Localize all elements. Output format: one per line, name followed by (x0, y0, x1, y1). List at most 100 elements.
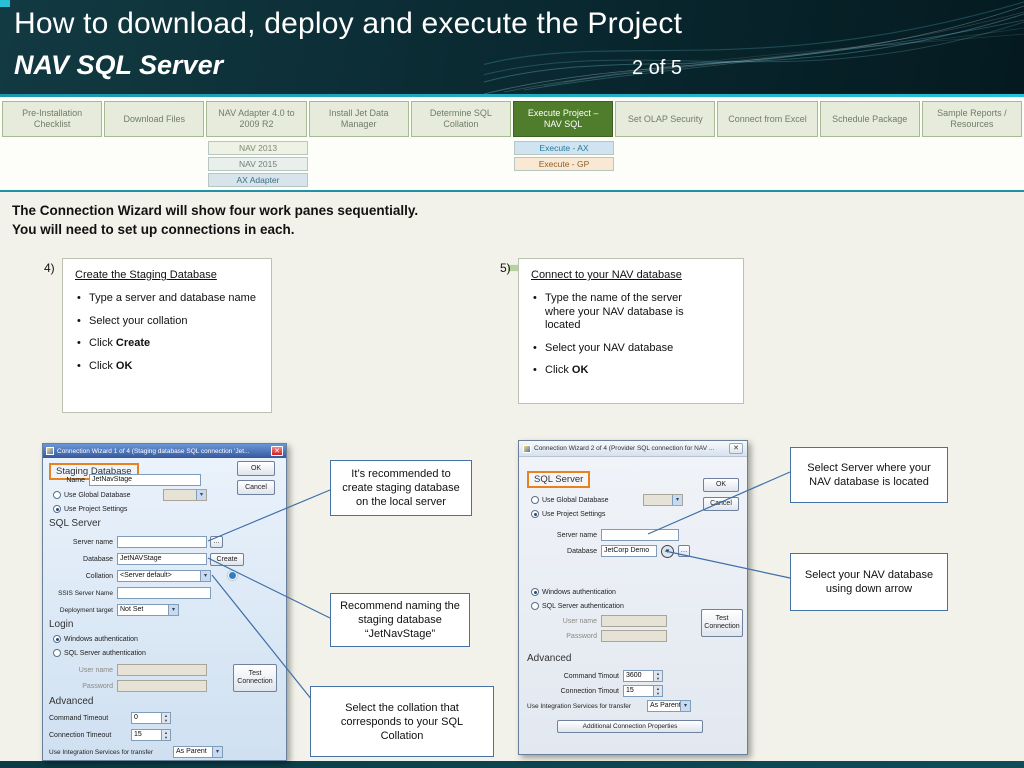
intro-text: The Connection Wizard will show four wor… (12, 201, 418, 239)
step4-bullet-3: • Click Create (75, 337, 261, 351)
global-database-dropdown[interactable]: ▾ (643, 494, 683, 506)
create-button[interactable]: Create (210, 553, 244, 566)
cancel-button[interactable]: Cancel (703, 497, 739, 511)
tab-nav-adapter[interactable]: NAV Adapter 4.0 to 2009 R2 (206, 101, 307, 137)
bullet-text: Type a server and database name (89, 292, 256, 304)
bullet-icon: • (77, 337, 81, 349)
connection-timeout-spinner[interactable]: 15▲▼ (623, 685, 663, 697)
page-indicator: 2 of 5 (632, 57, 683, 79)
spinner-arrows-icon[interactable]: ▲▼ (161, 730, 170, 740)
spin-down-icon[interactable]: ▼ (164, 718, 168, 723)
integration-services-value: As Parent (176, 748, 207, 755)
tab-execute-project-nav-sql[interactable]: Execute Project – NAV SQL (512, 101, 614, 137)
close-icon[interactable]: ✕ (271, 446, 283, 456)
windows-authentication-radio[interactable] (531, 588, 539, 596)
dialog1-titlebar[interactable]: Connection Wizard 1 of 4 (Staging databa… (43, 444, 286, 458)
command-timeout-spinner[interactable]: 3600▲▼ (623, 670, 663, 682)
test-connection-button[interactable]: Test Connection (233, 664, 277, 692)
chevron-down-icon: ▾ (196, 490, 206, 500)
subtab-nav-2013[interactable]: NAV 2013 (208, 141, 308, 155)
cancel-button[interactable]: Cancel (237, 480, 275, 495)
bullet-text: Type the name of the server where your N… (545, 292, 684, 331)
spinner-arrows-icon[interactable]: ▲▼ (653, 686, 662, 696)
integration-services-label: Use Integration Services for transfer (49, 749, 154, 756)
step5-bullet-1: • Type the name of the server where your… (531, 292, 733, 333)
tab-download-files[interactable]: Download Files (104, 101, 205, 137)
step5-bullet-2: • Select your NAV database (531, 342, 733, 356)
database-input[interactable]: JetNAVStage (117, 553, 207, 565)
ok-button[interactable]: OK (237, 461, 275, 476)
callout-select-database-arrow: Select your NAV database using down arro… (790, 553, 948, 611)
database-browse-button[interactable]: … (678, 545, 690, 557)
sql-authentication-radio[interactable] (53, 649, 61, 657)
integration-services-dropdown[interactable]: As Parent▾ (173, 746, 223, 758)
spinner-arrows-icon[interactable]: ▲▼ (653, 671, 662, 681)
spinner-arrows-icon[interactable]: ▲▼ (161, 713, 170, 723)
callout-select-collation: Select the collation that corresponds to… (310, 686, 494, 757)
server-name-input[interactable] (601, 529, 679, 541)
ok-button[interactable]: OK (703, 478, 739, 492)
tab-set-olap-security[interactable]: Set OLAP Security (615, 101, 716, 137)
windows-authentication-radio[interactable] (53, 635, 61, 643)
subtab-execute-gp[interactable]: Execute - GP (514, 157, 614, 171)
user-name-label: User name (562, 618, 597, 625)
collation-dropdown[interactable]: <Server default>▾ (117, 570, 211, 582)
use-project-settings-radio[interactable] (53, 505, 61, 513)
subtab-nav-2015[interactable]: NAV 2015 (208, 157, 308, 171)
step4-box: Create the Staging Database • Type a ser… (62, 258, 272, 413)
use-project-settings-radio[interactable] (531, 510, 539, 518)
server-name-input[interactable] (117, 536, 207, 548)
subtab-ax-adapter[interactable]: AX Adapter (208, 173, 308, 187)
use-global-database-radio[interactable] (53, 491, 61, 499)
circled-dropdown-arrow[interactable]: ▾ (661, 545, 674, 558)
password-input[interactable] (117, 680, 207, 692)
user-name-input[interactable] (601, 615, 667, 627)
command-timeout-spinner[interactable]: 0 ▲▼ (131, 712, 171, 724)
advanced-section-label: Advanced (49, 696, 94, 707)
name-input[interactable]: JetNavStage (89, 474, 201, 486)
spin-up-icon[interactable]: ▲ (656, 671, 660, 676)
bullet-icon: • (533, 292, 537, 304)
ssis-server-name-input[interactable] (117, 587, 211, 599)
password-input[interactable] (601, 630, 667, 642)
dialog2-titlebar[interactable]: Connection Wizard 2 of 4 (Provider SQL c… (519, 441, 747, 457)
global-database-dropdown[interactable]: ▾ (163, 489, 207, 501)
bullet-text-plain: Click (545, 364, 572, 376)
slide-header: How to download, deploy and execute the … (0, 0, 1024, 94)
sql-authentication-radio[interactable] (531, 602, 539, 610)
bullet-text: Select your collation (89, 314, 188, 327)
name-label: Name (66, 477, 85, 484)
tab-connect-from-excel[interactable]: Connect from Excel (717, 101, 818, 137)
user-name-input[interactable] (117, 664, 207, 676)
additional-connection-properties-button[interactable]: Additional Connection Properties (557, 720, 703, 733)
bullet-text: Click OK (545, 364, 588, 378)
close-icon[interactable]: ✕ (729, 443, 743, 454)
subtab-execute-ax[interactable]: Execute - AX (514, 141, 614, 155)
bullet-text-bold: OK (115, 359, 133, 372)
tab-sample-reports-resources[interactable]: Sample Reports / Resources (921, 101, 1022, 137)
server-browse-button[interactable]: … (210, 536, 223, 548)
tab-schedule-package[interactable]: Schedule Package (819, 101, 920, 137)
spin-down-icon[interactable]: ▼ (656, 691, 660, 696)
tab-pre-installation-checklist[interactable]: Pre-Installation Checklist (2, 101, 103, 137)
deployment-target-dropdown[interactable]: Not Set▾ (117, 604, 179, 616)
spin-down-icon[interactable]: ▼ (656, 676, 660, 681)
test-connection-button[interactable]: Test Connection (701, 609, 743, 637)
server-name-label: Server name (72, 539, 113, 546)
header-divider (0, 94, 1024, 97)
spin-up-icon[interactable]: ▲ (656, 686, 660, 691)
integration-services-dropdown[interactable]: As Parent▾ (647, 700, 691, 712)
bullet-text: Click OK (89, 360, 132, 374)
tab-install-jet-data-manager[interactable]: Install Jet Data Manager (308, 101, 409, 137)
callout-staging-local-server: It’s recommended to create staging datab… (330, 460, 472, 516)
use-project-settings-label: Use Project Settings (64, 506, 128, 513)
use-global-database-radio[interactable] (531, 496, 539, 504)
database-input[interactable]: JetCorp Demo (601, 545, 657, 557)
command-timeout-value: 0 (134, 714, 138, 721)
connection-timeout-spinner[interactable]: 15▲▼ (131, 729, 171, 741)
spin-up-icon[interactable]: ▲ (164, 730, 168, 735)
tab-determine-sql-collation[interactable]: Determine SQL Collation (410, 101, 511, 137)
spin-down-icon[interactable]: ▼ (164, 735, 168, 740)
spin-up-icon[interactable]: ▲ (164, 713, 168, 718)
bullet-icon: • (77, 314, 81, 327)
